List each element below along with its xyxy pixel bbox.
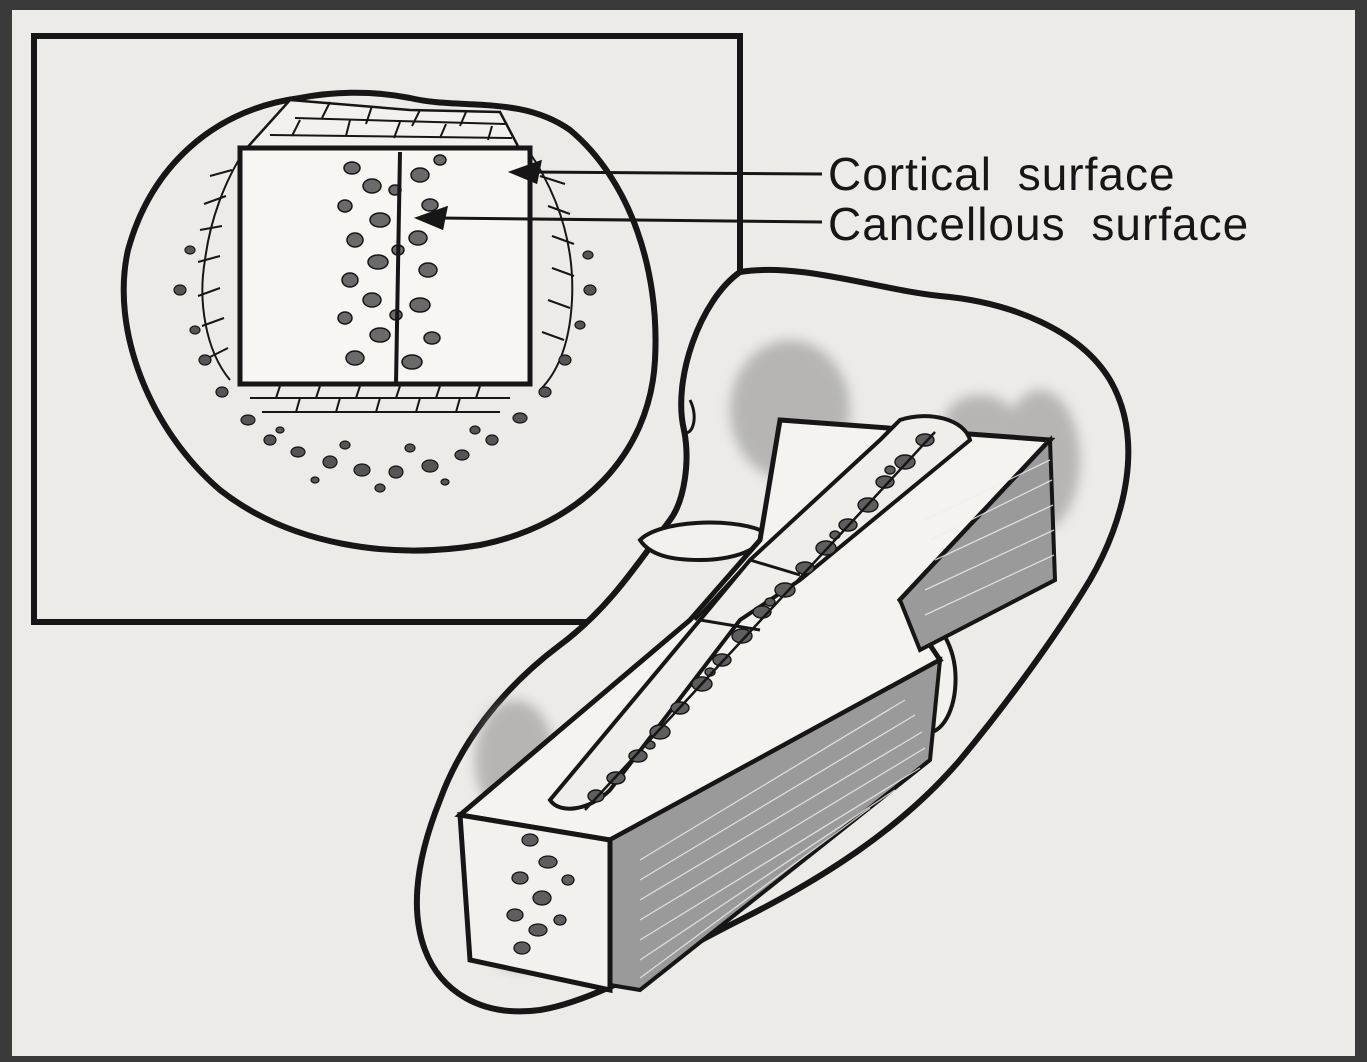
cortical-surface-label: Cortical surface bbox=[828, 148, 1176, 200]
bone-ring-upper bbox=[640, 523, 762, 560]
cancellous-surface-label: Cancellous surface bbox=[828, 198, 1249, 250]
cortical-leader-line bbox=[530, 172, 822, 174]
